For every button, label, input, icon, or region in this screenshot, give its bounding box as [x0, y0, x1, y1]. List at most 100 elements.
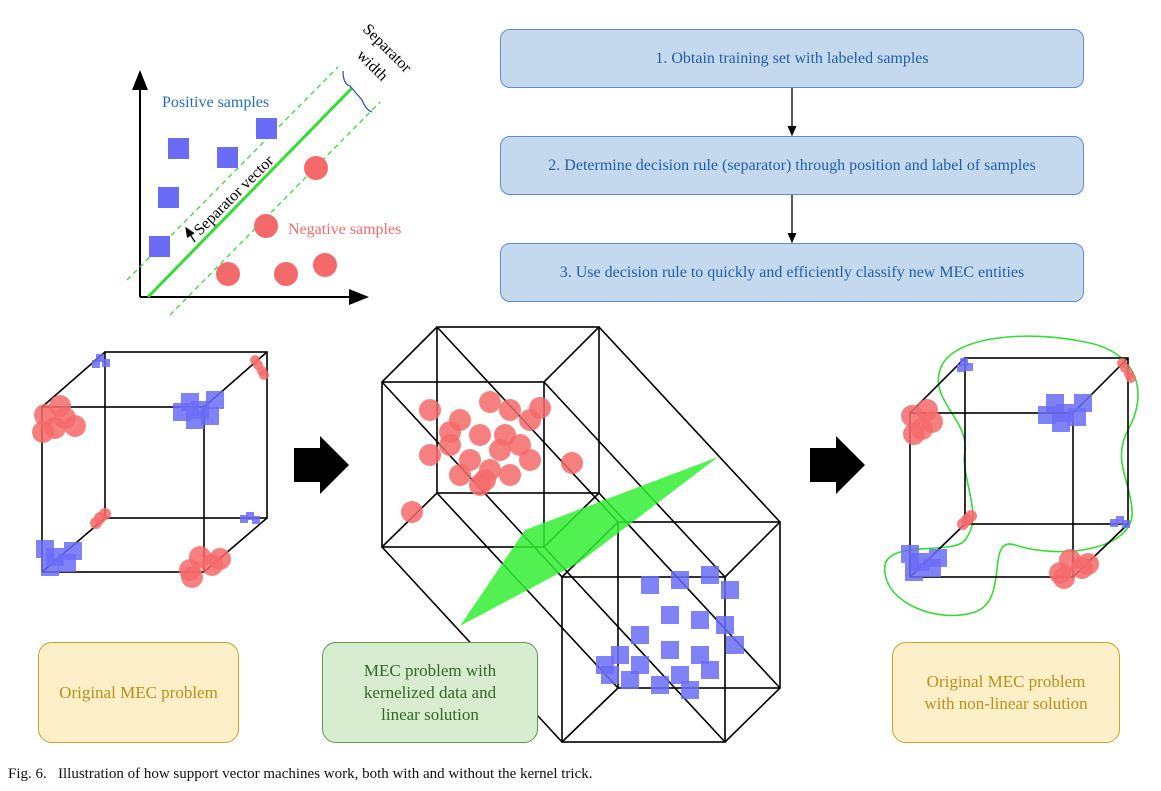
positive-sample [701, 566, 719, 584]
positive-sample [1038, 406, 1056, 424]
positive-sample [206, 391, 224, 409]
positive-sample [691, 646, 709, 664]
positive-sample [641, 576, 659, 594]
separator-line [146, 86, 354, 299]
separator-width-brace [342, 70, 373, 113]
positive-sample [201, 407, 219, 425]
positive-sample [611, 646, 629, 664]
negative-sample [90, 517, 102, 529]
inverse-arrow-right [810, 436, 865, 494]
positive-sample [701, 661, 719, 679]
positive-sample [252, 516, 260, 524]
step-3-text: 3. Use decision rule to quickly and effi… [559, 263, 1025, 281]
negative-sample [209, 548, 231, 570]
nonlinear-cube-clusters [901, 358, 1136, 589]
positive-sample [716, 616, 734, 634]
positive-sample [651, 676, 669, 694]
positive-sample [41, 558, 59, 576]
negative-sample [1077, 553, 1099, 575]
negative-sample [479, 391, 501, 413]
positive-sample [631, 626, 649, 644]
negative-sample [49, 395, 71, 417]
positive-sample [168, 138, 189, 159]
transform-arrow-right [294, 436, 349, 494]
positive-sample [661, 606, 679, 624]
step-1-box: 1. Obtain training set with labeled samp… [500, 29, 1084, 88]
positive-sample [957, 364, 965, 372]
left-cube-clusters [32, 354, 269, 588]
negative-sample [474, 469, 496, 491]
negative-sample [419, 399, 441, 421]
step-1-text: 1. Obtain training set with labeled samp… [655, 49, 929, 67]
negative-sample [916, 399, 938, 421]
negative-sample [494, 424, 516, 446]
negative-sample [519, 449, 541, 471]
nonlinear-problem-label: Original MEC problem with non-linear sol… [892, 642, 1120, 743]
positive-sample [1068, 408, 1086, 426]
positive-samples-label: Positive samples [162, 94, 269, 111]
negative-sample [250, 355, 260, 365]
positive-sample [929, 549, 947, 567]
positive-sample [149, 236, 170, 257]
negative-sample [64, 415, 86, 437]
negative-sample [965, 510, 977, 522]
positive-sample [1110, 519, 1118, 527]
kernelized-problem-label: MEC problem with kernelized data and lin… [322, 642, 538, 743]
positive-sample [681, 681, 699, 699]
negative-samples-label: Negative samples [288, 221, 401, 238]
positive-sample [173, 403, 191, 421]
negative-sample [1053, 567, 1075, 589]
nonlinear-cube [909, 357, 1129, 578]
positive-sample [102, 359, 110, 367]
positive-sample [671, 666, 689, 684]
positive-sample [92, 360, 100, 368]
negative-sample [259, 370, 269, 380]
negative-sample [499, 399, 521, 421]
positive-sample [1122, 520, 1130, 528]
separating-hyperplane [460, 457, 718, 626]
negative-sample [304, 156, 328, 180]
positive-sample [621, 671, 639, 689]
negative-sample [181, 566, 203, 588]
positive-sample [256, 118, 277, 139]
positive-sample [1116, 516, 1124, 524]
positive-sample [960, 358, 968, 366]
positive-sample [96, 354, 104, 362]
figure-caption: Fig. 6. Illustration of how support vect… [8, 766, 593, 782]
original-problem-label: Original MEC problem [38, 642, 239, 743]
positive-sample [64, 542, 82, 560]
negative-sample [32, 421, 54, 443]
negative-sample [254, 214, 278, 238]
negative-sample [469, 424, 491, 446]
negative-sample [401, 501, 423, 523]
negative-sample [1126, 373, 1136, 383]
positive-sample [661, 641, 679, 659]
positive-sample [246, 512, 254, 520]
positive-sample [671, 571, 689, 589]
positive-sample [240, 515, 248, 523]
negative-sample [449, 464, 471, 486]
positive-sample [596, 656, 614, 674]
negative-sample [216, 262, 240, 286]
negative-sample [499, 464, 521, 486]
negative-sample [99, 508, 111, 520]
positive-sample [905, 563, 923, 581]
margin-line-lower [169, 101, 381, 316]
positive-sample [965, 363, 973, 371]
positive-sample [721, 581, 739, 599]
step-3-box: 3. Use decision rule to quickly and effi… [500, 243, 1084, 302]
step-2-text: 2. Determine decision rule (separator) t… [548, 156, 1036, 174]
step-2-box: 2. Determine decision rule (separator) t… [500, 136, 1084, 195]
positive-sample [691, 611, 709, 629]
positive-sample [1052, 414, 1070, 432]
positive-sample [217, 147, 238, 168]
kernelized-clusters [401, 391, 744, 699]
negative-sample [313, 253, 337, 277]
negative-sample [1117, 358, 1127, 368]
positive-sample [1074, 394, 1092, 412]
original-cube [41, 351, 268, 573]
positive-sample [158, 187, 179, 208]
negative-sample [439, 421, 461, 443]
svm-plot: Positive samples Negative samples Separa… [126, 21, 415, 316]
